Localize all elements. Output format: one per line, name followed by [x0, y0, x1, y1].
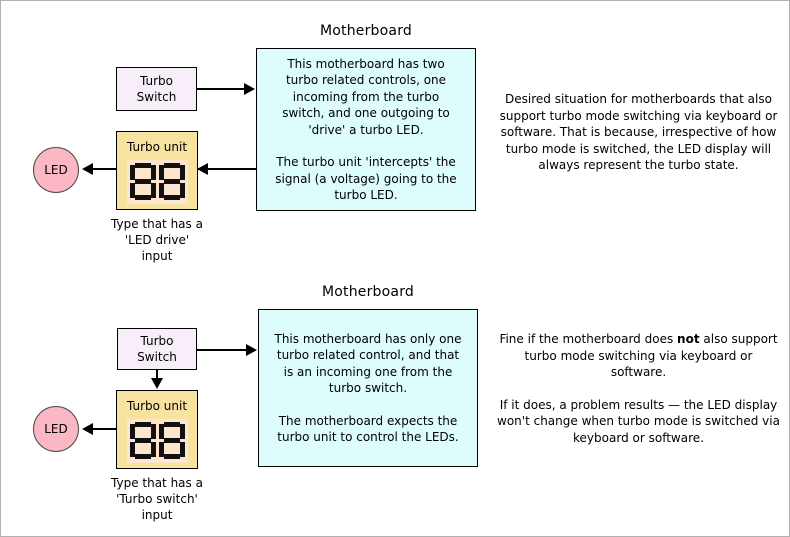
turbo-switch-label-line1: Turbo — [139, 74, 173, 88]
led-circle-top: LED — [33, 147, 79, 193]
segment-d — [134, 454, 151, 459]
seven-segment-digit — [158, 422, 185, 460]
segment-g — [163, 438, 180, 443]
segment-f — [158, 165, 164, 180]
paragraph-gap — [496, 381, 781, 397]
caption-line-2: 'LED drive' — [124, 233, 190, 247]
motherboard-text-top: This motherboard has two turbo related c… — [257, 56, 475, 204]
segment-d — [163, 195, 180, 200]
turbo-switch-box-top: Turbo Switch — [116, 67, 197, 111]
segment-e — [129, 442, 135, 457]
led-circle-bottom: LED — [33, 406, 79, 452]
segment-b — [179, 165, 185, 180]
turbo-unit-caption-top: Type that has a 'LED drive' input — [77, 216, 237, 264]
caption-line-2: 'Turbo switch' — [116, 492, 198, 506]
connector-unit-to-led-top — [91, 168, 117, 170]
motherboard-title-top: Motherboard — [319, 23, 412, 39]
arrow-unit-to-led-bottom — [82, 423, 93, 435]
segment-e — [129, 183, 135, 198]
turbo-unit-caption-bottom: Type that has a 'Turbo switch' input — [77, 475, 237, 523]
segment-e — [158, 442, 164, 457]
segment-c — [150, 183, 156, 198]
turbo-switch-label-line2: Switch — [136, 90, 177, 104]
connector-unit-to-led-bottom — [91, 428, 117, 430]
caption-line-3: input — [141, 508, 173, 522]
seven-segment-display-top — [126, 160, 188, 204]
segment-b — [150, 424, 156, 439]
segment-d — [134, 195, 151, 200]
motherboard-paragraph-1-top: This motherboard has two turbo related c… — [282, 56, 450, 137]
caption-line-1: Type that has a — [111, 476, 203, 490]
motherboard-title-bottom: Motherboard — [321, 284, 414, 300]
arrow-motherboard-to-unit-top — [197, 163, 208, 175]
segment-f — [129, 165, 135, 180]
note-emphasis-not: not — [677, 332, 700, 346]
note-text-bottom: Fine if the motherboard does not also su… — [496, 331, 781, 446]
motherboard-paragraph-1-bottom: This motherboard has only one turbo rela… — [274, 331, 462, 396]
segment-a — [163, 163, 180, 168]
turbo-switch-box-bottom: Turbo Switch — [117, 328, 197, 370]
motherboard-box-top: This motherboard has two turbo related c… — [256, 48, 476, 211]
connector-switch-to-motherboard-bottom — [197, 349, 247, 351]
connector-switch-to-unit-bottom — [156, 370, 158, 382]
segment-b — [179, 424, 185, 439]
segment-a — [163, 422, 180, 427]
connector-motherboard-to-unit-top — [198, 168, 256, 170]
note-text-segment-a: Fine if the motherboard does — [499, 332, 678, 346]
turbo-unit-box-top: Turbo unit — [116, 131, 198, 210]
motherboard-text-bottom: This motherboard has only one turbo rela… — [259, 331, 477, 446]
seven-segment-digit — [129, 422, 156, 460]
caption-line-1: Type that has a — [111, 217, 203, 231]
segment-a — [134, 163, 151, 168]
arrow-switch-to-motherboard-top — [244, 83, 255, 95]
note-text-segment-b: also support turbo mode switching via ke… — [524, 332, 778, 379]
turbo-unit-label-top: Turbo unit — [126, 140, 188, 154]
motherboard-paragraph-2-bottom: The motherboard expects the turbo unit t… — [277, 413, 459, 445]
segment-g — [134, 438, 151, 443]
segment-f — [158, 424, 164, 439]
arrow-switch-to-unit-bottom — [151, 378, 163, 389]
seven-segment-digit — [158, 163, 185, 201]
segment-c — [150, 442, 156, 457]
turbo-switch-label-top: Turbo Switch — [137, 73, 177, 105]
connector-switch-to-motherboard-top — [197, 88, 245, 90]
turbo-unit-box-bottom: Turbo unit — [116, 390, 198, 469]
caption-line-3: input — [141, 249, 173, 263]
motherboard-box-bottom: This motherboard has only one turbo rela… — [258, 309, 478, 467]
segment-g — [163, 179, 180, 184]
turbo-switch-label-line1: Turbo — [140, 334, 174, 348]
turbo-switch-label-bottom: Turbo Switch — [137, 333, 177, 365]
arrow-unit-to-led-top — [82, 163, 93, 175]
paragraph-gap — [273, 397, 463, 413]
note-paragraph-1-top: Desired situation for motherboards that … — [499, 92, 778, 172]
segment-a — [134, 422, 151, 427]
segment-c — [179, 183, 185, 198]
led-label-bottom: LED — [44, 422, 68, 436]
note-paragraph-1-bottom: Fine if the motherboard does not also su… — [496, 331, 781, 381]
turbo-unit-label-bottom: Turbo unit — [126, 399, 188, 413]
seven-segment-display-bottom — [126, 419, 188, 463]
note-text-top: Desired situation for motherboards that … — [496, 91, 781, 174]
segment-c — [179, 442, 185, 457]
segment-f — [129, 424, 135, 439]
seven-segment-digit — [129, 163, 156, 201]
note-paragraph-2-bottom: If it does, a problem results — the LED … — [497, 397, 780, 445]
arrow-switch-to-motherboard-bottom — [246, 344, 257, 356]
turbo-switch-label-line2: Switch — [137, 350, 177, 364]
paragraph-gap — [271, 138, 461, 154]
segment-e — [158, 183, 164, 198]
led-label-top: LED — [44, 163, 68, 177]
segment-g — [134, 179, 151, 184]
segment-b — [150, 165, 156, 180]
motherboard-paragraph-2-top: The turbo unit 'intercepts' the signal (… — [275, 155, 457, 202]
segment-d — [163, 454, 180, 459]
